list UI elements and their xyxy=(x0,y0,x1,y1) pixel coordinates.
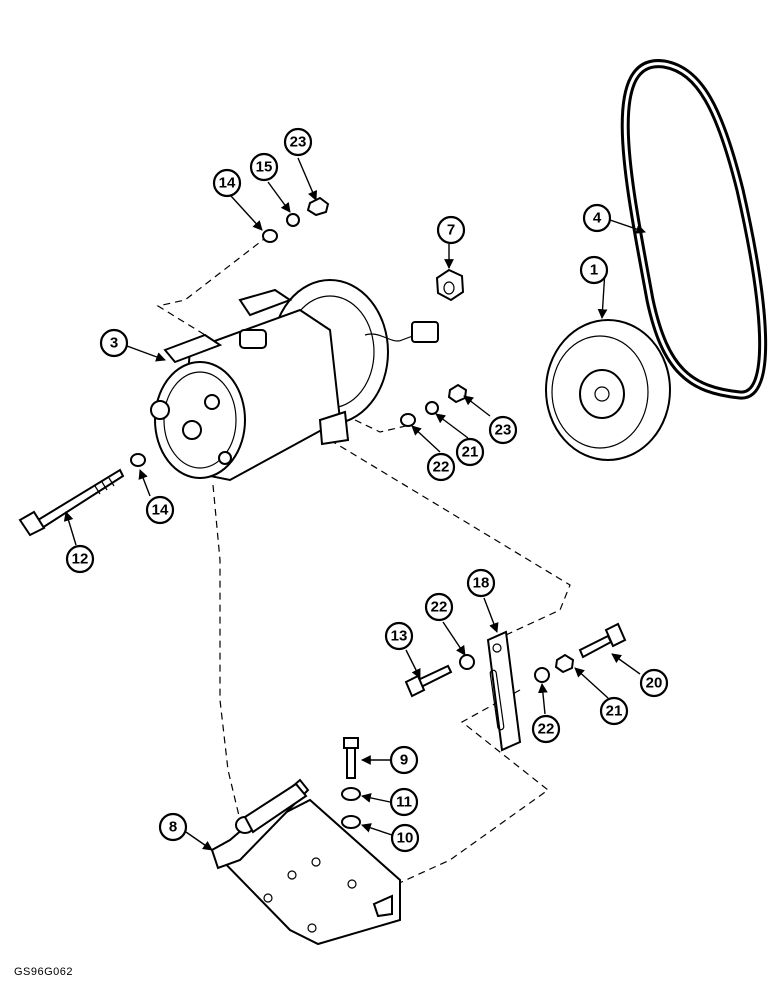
callout-22-upper-label: 22 xyxy=(433,459,450,476)
callout-20: 20 xyxy=(639,668,669,698)
callout-8-label: 8 xyxy=(169,819,177,836)
callout-10: 10 xyxy=(390,823,420,853)
callout-14-bottom: 14 xyxy=(145,495,175,525)
compressor-part xyxy=(150,279,439,482)
callout-23-top: 23 xyxy=(283,127,313,157)
callout-14-bottom-label: 14 xyxy=(152,502,169,519)
callout-8: 8 xyxy=(158,812,188,842)
callout-22-middle-label: 22 xyxy=(431,599,448,616)
mounting-bracket-part xyxy=(210,778,401,946)
callout-21-lower: 21 xyxy=(599,696,629,726)
callout-4-label: 4 xyxy=(593,210,602,227)
callout-21-lower-label: 21 xyxy=(606,703,623,720)
callout-12-label: 12 xyxy=(72,551,89,568)
callout-13: 13 xyxy=(384,621,414,651)
adjusting-strap-part xyxy=(486,630,522,752)
bolt-20-part xyxy=(578,622,627,659)
callout-15-label: 15 xyxy=(256,159,273,176)
callout-23-middle-label: 23 xyxy=(495,422,512,439)
callout-22-upper: 22 xyxy=(426,452,456,482)
pulley-part xyxy=(545,319,671,461)
callout-9-label: 9 xyxy=(400,752,408,769)
callout-22-lower: 22 xyxy=(531,714,561,744)
callout-18-label: 18 xyxy=(473,575,490,592)
bolt-9-part xyxy=(343,737,359,779)
callout-20-label: 20 xyxy=(646,675,663,692)
nut-part xyxy=(435,268,465,302)
callout-4: 4 xyxy=(582,203,612,233)
callout-21-upper: 21 xyxy=(455,437,485,467)
callout-1: 1 xyxy=(579,255,609,285)
assembly-dashed-lines xyxy=(156,235,571,886)
callout-23-top-label: 23 xyxy=(290,134,307,151)
callout-23-middle: 23 xyxy=(488,415,518,445)
callout-11: 11 xyxy=(389,787,419,817)
callout-22-lower-label: 22 xyxy=(538,721,555,738)
figure-code: GS96G062 xyxy=(14,966,74,978)
callout-3: 3 xyxy=(99,328,129,358)
callout-11-label: 11 xyxy=(396,794,412,811)
callout-14-top: 14 xyxy=(212,168,242,198)
callout-9: 9 xyxy=(389,745,419,775)
callout-22-middle: 22 xyxy=(424,592,454,622)
callout-7: 7 xyxy=(436,215,466,245)
callout-7-label: 7 xyxy=(447,222,455,239)
callout-1-label: 1 xyxy=(590,262,598,279)
callout-15: 15 xyxy=(249,152,279,182)
callout-14-top-label: 14 xyxy=(219,175,236,192)
bolt-13-part xyxy=(404,664,453,698)
callout-12: 12 xyxy=(65,544,95,574)
callout-18: 18 xyxy=(466,568,496,598)
long-bolt-part xyxy=(18,468,125,537)
callout-10-label: 10 xyxy=(397,830,414,847)
callout-21-upper-label: 21 xyxy=(462,444,479,461)
callout-13-label: 13 xyxy=(391,628,408,645)
hardware-parts xyxy=(130,196,575,829)
callout-3-label: 3 xyxy=(110,335,118,352)
belt-part xyxy=(620,59,768,400)
